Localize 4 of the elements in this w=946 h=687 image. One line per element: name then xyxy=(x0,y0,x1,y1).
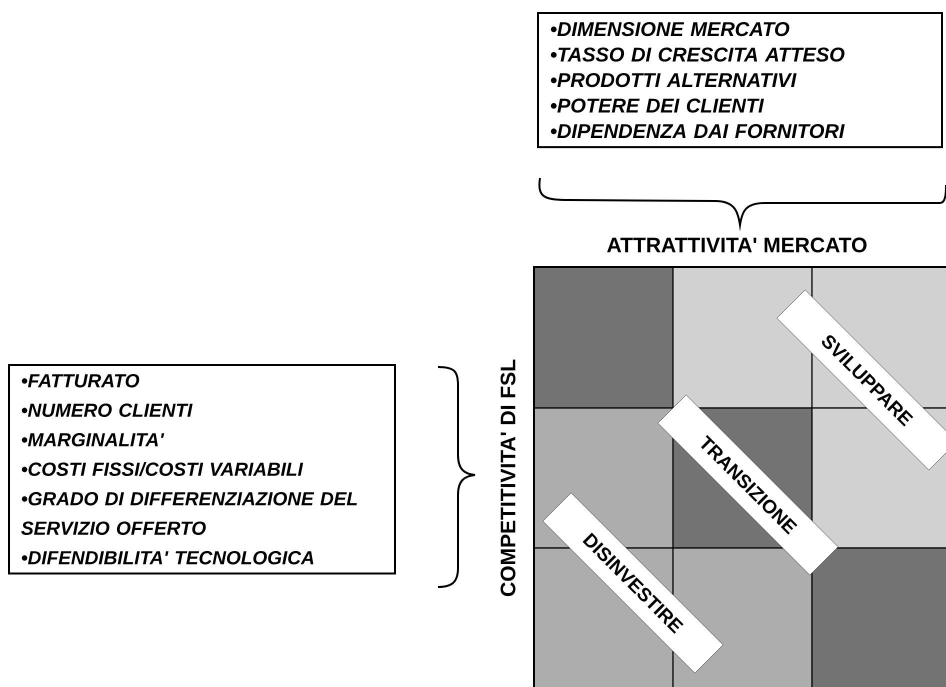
criteria-box: •DIMENSIONE MERCATO •TASSO DI CRESCITA ATTESO •PRODOTTI ALTERNATIVI •POTERE DEI CLIENTI •DIPENDENZA DAI FORNITORI xyxy=(537,12,943,148)
axis-title: ATTRATTIVITA' MERCATO xyxy=(607,238,867,252)
criteria-box: •FATTURATO •NUMERO CLIENTI •MARGINALITA' •COSTI FISSI/COSTI VARIABILI •GRADO DI DIFFERENZIAZIONE DEL SERVIZIO OFFERTO •DIFENDIBILITA' TECNOLOGICA xyxy=(8,364,396,574)
axis-title: COMPETITIVITA' DI FSL xyxy=(500,360,516,596)
